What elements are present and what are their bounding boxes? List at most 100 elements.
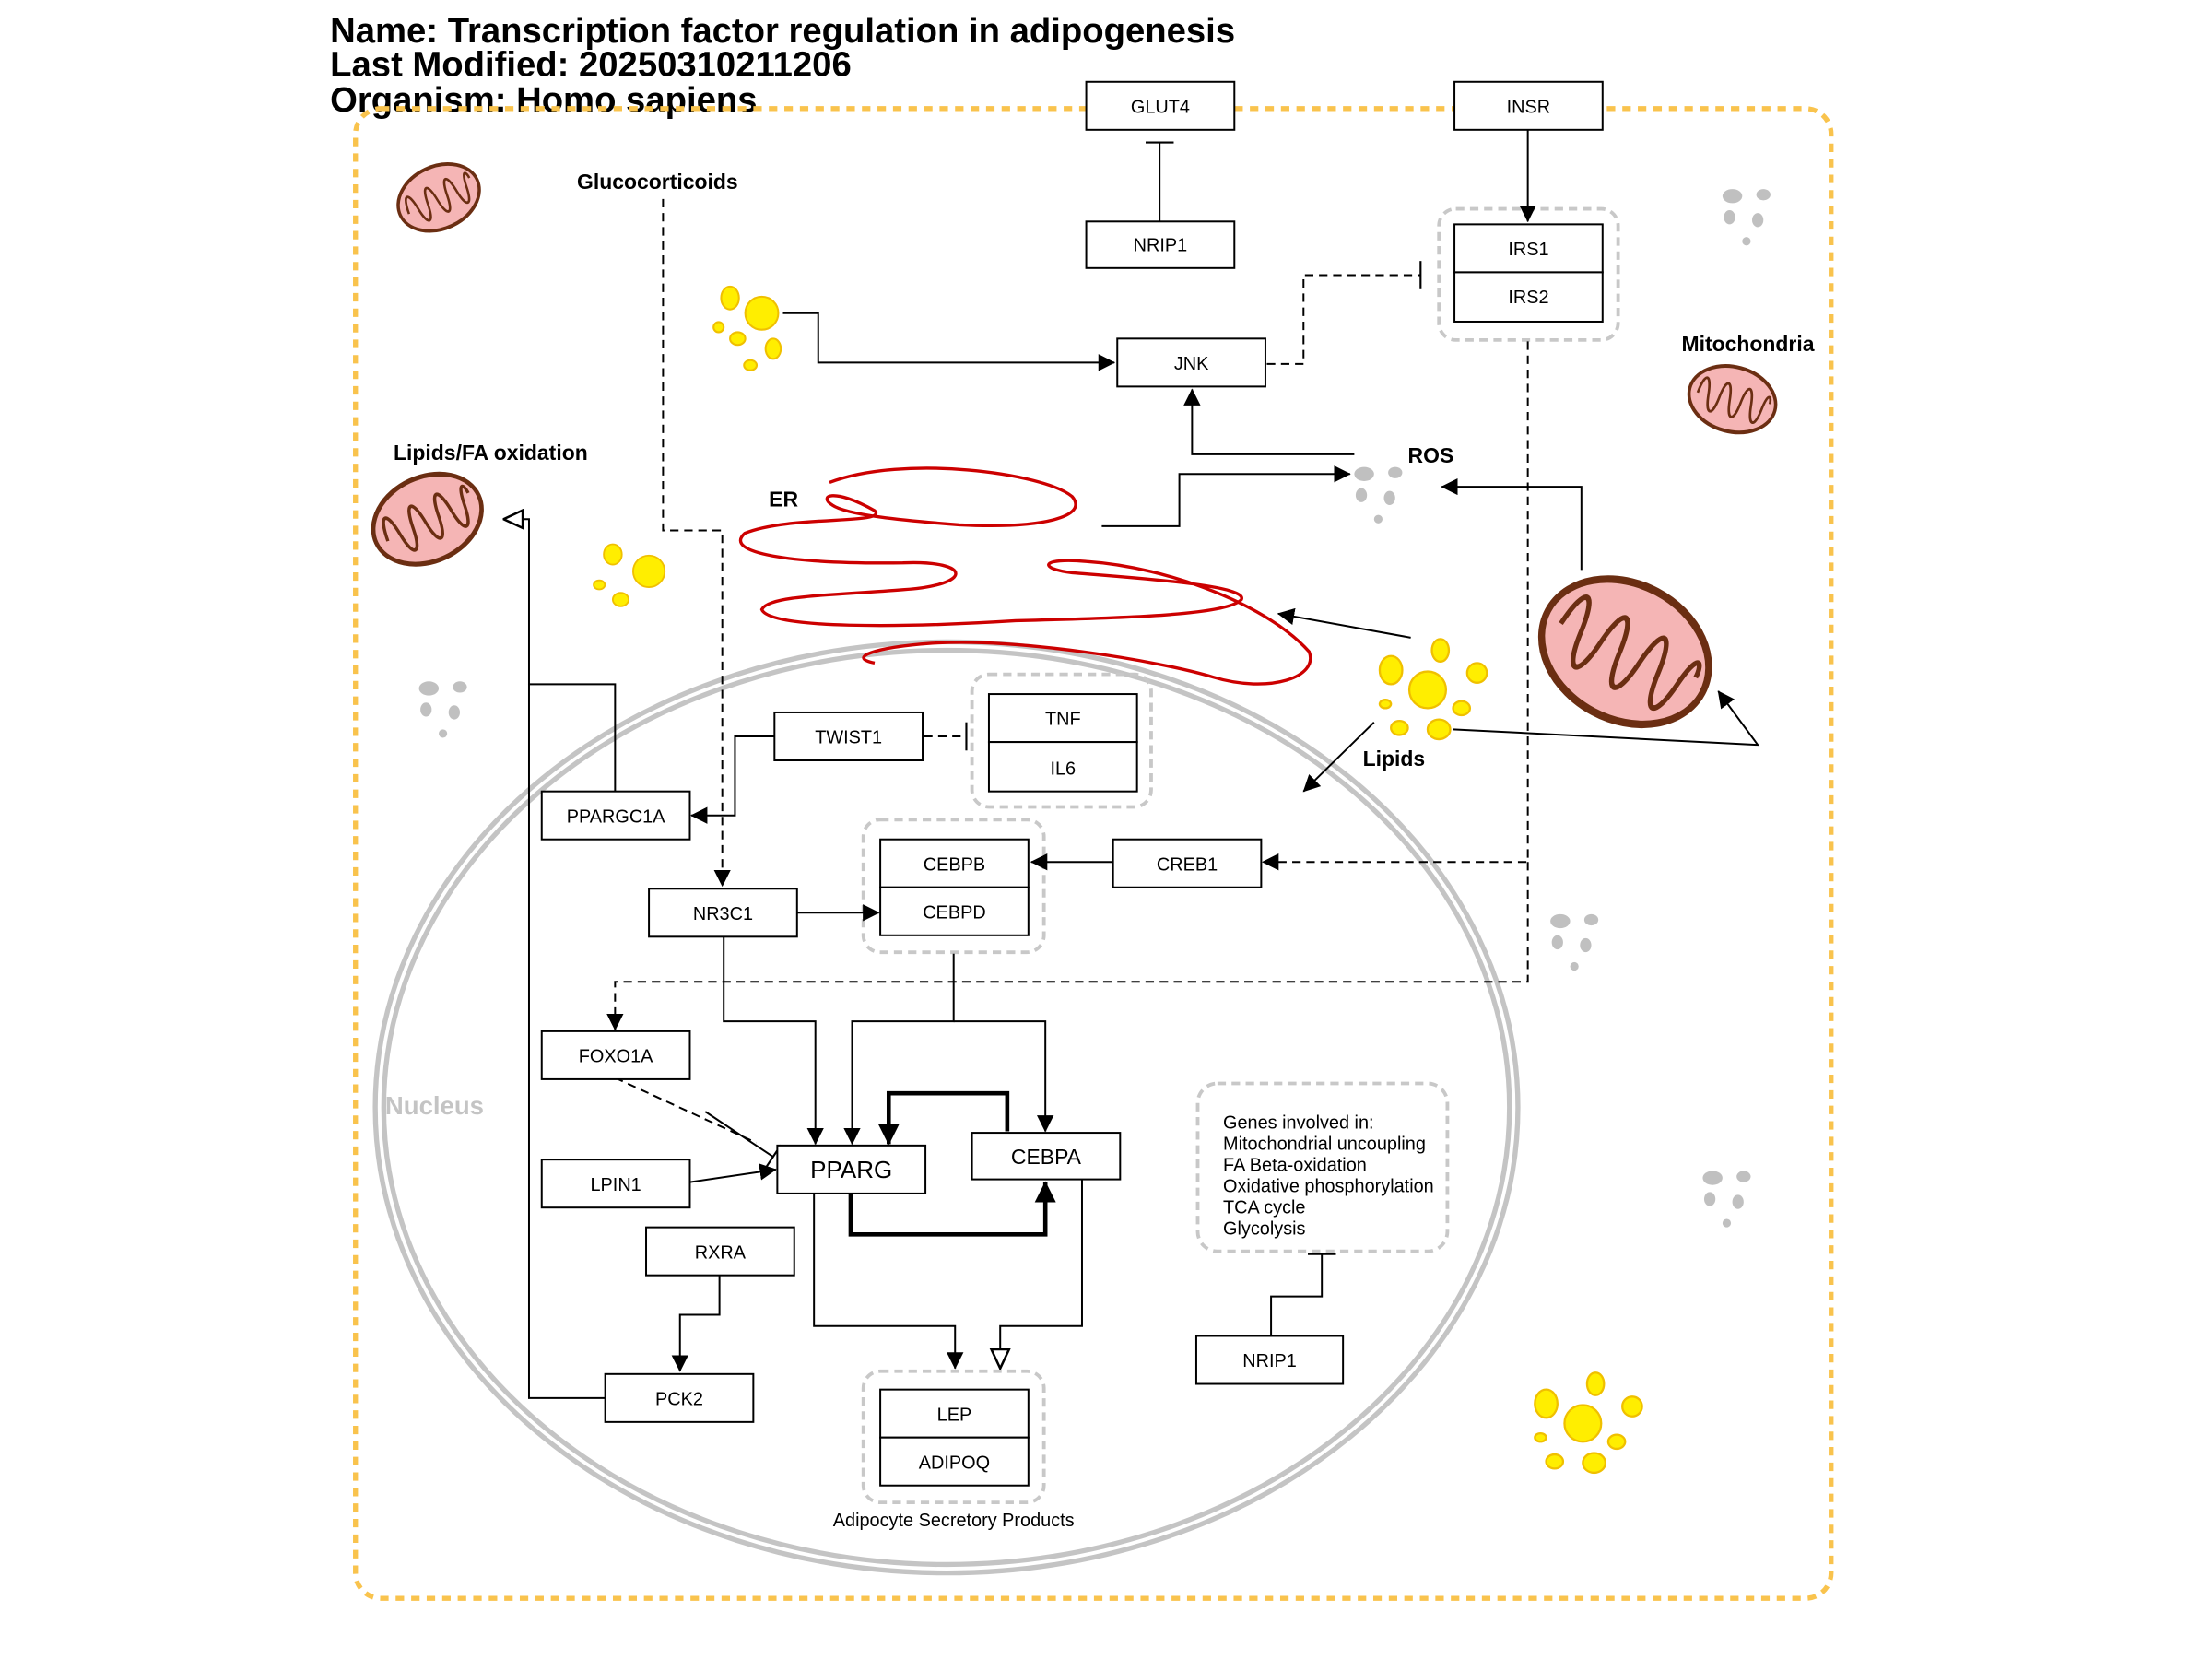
ros-cluster-3 — [1354, 466, 1403, 524]
gene-cebpa[interactable]: CEBPA — [971, 1132, 1122, 1181]
gene-rxra[interactable]: RXRA — [645, 1226, 795, 1277]
gene-pck2[interactable]: PCK2 — [604, 1372, 755, 1423]
gene-lpin1-label: LPIN1 — [590, 1175, 641, 1195]
gene-tnf[interactable]: TNF — [987, 693, 1138, 744]
edge-pparg-lep — [813, 1192, 964, 1370]
edge-irs-creb1 — [1261, 341, 1529, 871]
edge-ros-jnk — [1183, 388, 1355, 455]
edge-lipids-jnk — [782, 312, 1116, 371]
gene-lpin1[interactable]: LPIN1 — [540, 1159, 691, 1209]
edge-jnk-irs — [1266, 261, 1422, 365]
gene-twist1-label: TWIST1 — [815, 728, 882, 748]
gene-irs2[interactable]: IRS2 — [1453, 271, 1604, 323]
genes-involved-line: FA Beta-oxidation — [1223, 1155, 1367, 1175]
edge-lipids-er — [1277, 607, 1411, 639]
lipid-droplets-1 — [712, 285, 782, 371]
gene-creb1[interactable]: CREB1 — [1112, 838, 1263, 888]
ros-cluster-4 — [1550, 913, 1599, 971]
mitochondrion-1 — [385, 149, 492, 246]
gene-rxra-label: RXRA — [695, 1242, 747, 1263]
gene-nrip1-bottom[interactable]: NRIP1 — [1194, 1335, 1345, 1385]
edge-pck2-fa-oxidation — [527, 684, 606, 1399]
cell-membrane — [353, 106, 1834, 1601]
gene-jnk[interactable]: JNK — [1116, 337, 1266, 388]
gene-pparg[interactable]: PPARG — [776, 1144, 927, 1194]
organism: Organism: Homo sapiens — [330, 80, 757, 120]
gene-foxo1a[interactable]: FOXO1A — [540, 1030, 691, 1080]
gene-creb1-label: CREB1 — [1157, 854, 1218, 875]
edges — [503, 129, 1760, 1399]
gene-insr[interactable]: INSR — [1453, 80, 1604, 131]
gene-pparg-label: PPARG — [810, 1156, 892, 1183]
gene-irs1-label: IRS1 — [1508, 240, 1548, 260]
edge-irs-foxo1a — [606, 862, 1529, 1031]
ros-cluster-5 — [1702, 1171, 1751, 1228]
gene-tnf-label: TNF — [1045, 710, 1081, 730]
gene-nrip1-top-label: NRIP1 — [1134, 235, 1188, 255]
edge-mito-ros — [1441, 477, 1583, 571]
gene-cebpd[interactable]: CEBPD — [879, 886, 1030, 936]
group-cebp — [861, 818, 1046, 955]
ros-cluster-2 — [418, 681, 467, 738]
edge-foxo1a-pparg-end — [704, 1111, 782, 1170]
genes-involved-line: Glycolysis — [1223, 1218, 1306, 1239]
lipids-fa-oxidation-label: Lipids/FA oxidation — [394, 441, 588, 465]
edge-foxo1a-pparg — [614, 1077, 757, 1144]
pathway-name: Name: Transcription factor regulation in… — [330, 11, 1235, 51]
group-secretory — [861, 1369, 1046, 1505]
genes-involved-line: TCA cycle — [1223, 1197, 1305, 1218]
gene-il6-label: IL6 — [1050, 759, 1076, 779]
gene-ppargc1a[interactable]: PPARGC1A — [540, 790, 691, 841]
gene-cebpa-label: CEBPA — [1011, 1145, 1082, 1169]
gene-lep[interactable]: LEP — [879, 1388, 1030, 1439]
gene-twist1[interactable]: TWIST1 — [773, 711, 924, 761]
genes-involved-title: Genes involved in: — [1223, 1112, 1374, 1133]
gene-lep-label: LEP — [937, 1405, 972, 1425]
gene-cebpb-label: CEBPB — [924, 854, 985, 875]
genes-involved-text: Genes involved in: Mitochondrial uncoupl… — [1223, 1112, 1439, 1239]
lipid-droplets-4 — [1534, 1371, 1643, 1475]
gene-glut4-label: GLUT4 — [1131, 97, 1190, 117]
edge-cebpa-pparg — [877, 1090, 1010, 1146]
nucleus-label: Nucleus — [385, 1091, 484, 1120]
gene-nrip1-bottom-label: NRIP1 — [1242, 1351, 1297, 1371]
er-shape — [738, 466, 1312, 686]
group-cytokines — [970, 672, 1153, 809]
lipid-droplets-3 — [1378, 638, 1488, 741]
edge-lipids-mito — [1453, 690, 1760, 747]
ros-label: ROS — [1408, 443, 1454, 467]
gene-nr3c1-label: NR3C1 — [693, 904, 753, 924]
genes-involved-line: Oxidative phosphorylation — [1223, 1176, 1434, 1196]
edge-nrip1-genes — [1270, 1253, 1336, 1336]
group-genes-involved — [1195, 1081, 1450, 1253]
gene-glut4[interactable]: GLUT4 — [1085, 80, 1236, 131]
gene-adipoq-label: ADIPOQ — [919, 1453, 990, 1473]
mitochondrion-3 — [1681, 357, 1783, 441]
edge-cebp-pparg — [843, 953, 955, 1146]
glucocorticoids-label: Glucocorticoids — [577, 170, 738, 194]
edge-lpin1-pparg — [689, 1163, 777, 1183]
gene-irs1[interactable]: IRS1 — [1453, 223, 1604, 274]
edge-cebpa-secretory — [1000, 1179, 1083, 1369]
mitochondria-label: Mitochondria — [1681, 332, 1814, 356]
gene-irs2-label: IRS2 — [1508, 288, 1548, 308]
gene-cebpb[interactable]: CEBPB — [879, 838, 1030, 888]
edge-twist1-ppargc1a — [690, 735, 775, 824]
gene-il6[interactable]: IL6 — [987, 741, 1138, 793]
edge-cebp-cebpa — [953, 1020, 1054, 1133]
gene-nrip1-top[interactable]: NRIP1 — [1085, 220, 1236, 269]
gene-jnk-label: JNK — [1174, 354, 1209, 374]
gene-foxo1a-label: FOXO1A — [579, 1047, 653, 1067]
ros-cluster-1 — [1722, 189, 1771, 246]
nucleus-membrane-inner — [381, 647, 1512, 1568]
gene-nr3c1[interactable]: NR3C1 — [648, 888, 798, 938]
edge-pparg-cebpa — [848, 1181, 1056, 1237]
gene-ppargc1a-label: PPARGC1A — [567, 806, 666, 827]
gene-adipoq[interactable]: ADIPOQ — [879, 1436, 1030, 1487]
gene-insr-label: INSR — [1507, 97, 1551, 117]
edge-rxra-pck2 — [671, 1275, 721, 1372]
lipids-label: Lipids — [1363, 747, 1426, 771]
last-modified: Last Modified: 20250310211206 — [330, 45, 852, 85]
edge-er-ros — [1101, 465, 1351, 527]
